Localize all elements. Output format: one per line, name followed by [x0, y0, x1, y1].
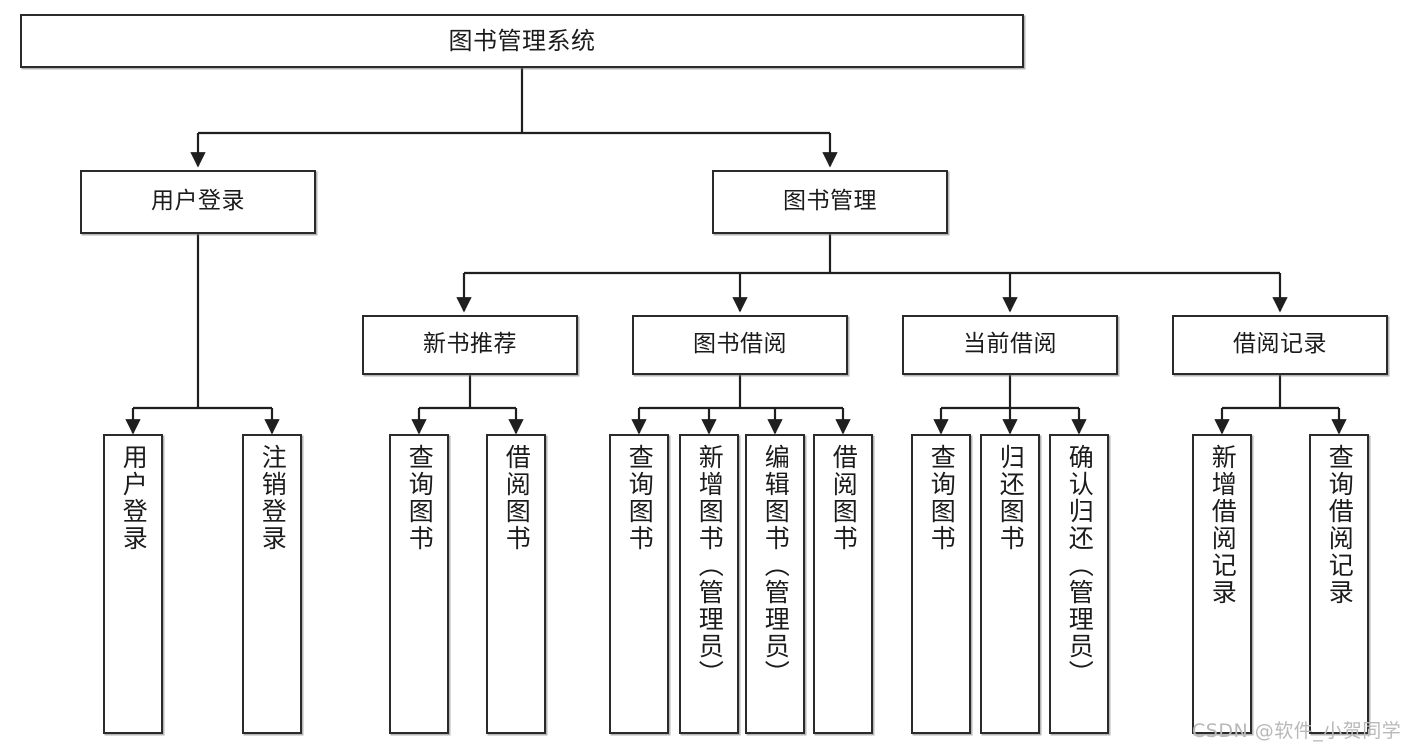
leaf-current-borrow-query-book[interactable]: 查询图书 [911, 434, 971, 734]
node-label: 当前借阅 [963, 331, 1057, 358]
node-label: 注销登录 [258, 444, 288, 552]
leaf-current-borrow-confirm-return-admin[interactable]: 确认归还（管理员） [1049, 434, 1109, 734]
node-label: 查询图书 [625, 444, 655, 552]
node-label: 查询图书 [405, 444, 435, 552]
node-label: 借阅图书 [829, 444, 859, 552]
leaf-book-borrow-borrow-book[interactable]: 借阅图书 [813, 434, 873, 734]
node-label: 新增图书（管理员） [695, 444, 725, 687]
node-label: 编辑图书（管理员） [761, 444, 791, 687]
node-label: 图书借阅 [693, 331, 787, 358]
leaf-new-book-query-book[interactable]: 查询图书 [389, 434, 449, 734]
node-label: 借阅图书 [502, 444, 532, 552]
leaf-book-borrow-edit-book-admin[interactable]: 编辑图书（管理员） [745, 434, 805, 734]
leaf-borrow-record-add-record[interactable]: 新增借阅记录 [1192, 434, 1252, 734]
node-borrow-record[interactable]: 借阅记录 [1172, 315, 1388, 375]
node-book-management[interactable]: 图书管理 [712, 170, 948, 234]
leaf-book-borrow-query-book[interactable]: 查询图书 [609, 434, 669, 734]
leaf-user-login-logout[interactable]: 注销登录 [242, 434, 302, 734]
node-label: 查询借阅记录 [1325, 444, 1355, 606]
node-user-login[interactable]: 用户登录 [80, 170, 316, 234]
leaf-new-book-borrow-book[interactable]: 借阅图书 [486, 434, 546, 734]
node-label: 图书管理 [783, 188, 877, 215]
node-label: 归还图书 [996, 444, 1026, 552]
csdn-watermark: CSDN @软件_小贺同学 [1192, 720, 1402, 742]
node-label: 用户登录 [151, 188, 245, 215]
node-new-book-recommend[interactable]: 新书推荐 [362, 315, 578, 375]
node-label: 查询图书 [927, 444, 957, 552]
leaf-book-borrow-add-book-admin[interactable]: 新增图书（管理员） [679, 434, 739, 734]
node-label: 图书管理系统 [448, 26, 596, 55]
node-label: 借阅记录 [1233, 331, 1327, 358]
node-current-borrow[interactable]: 当前借阅 [902, 315, 1118, 375]
node-label: 确认归还（管理员） [1065, 444, 1095, 687]
node-label: 新增借阅记录 [1208, 444, 1238, 606]
leaf-borrow-record-query-record[interactable]: 查询借阅记录 [1309, 434, 1369, 734]
leaf-user-login-login[interactable]: 用户登录 [103, 434, 163, 734]
node-label: 新书推荐 [423, 331, 517, 358]
node-book-borrow[interactable]: 图书借阅 [632, 315, 848, 375]
leaf-current-borrow-return-book[interactable]: 归还图书 [980, 434, 1040, 734]
node-label: 用户登录 [119, 444, 149, 552]
node-root-book-management-system[interactable]: 图书管理系统 [20, 14, 1024, 68]
